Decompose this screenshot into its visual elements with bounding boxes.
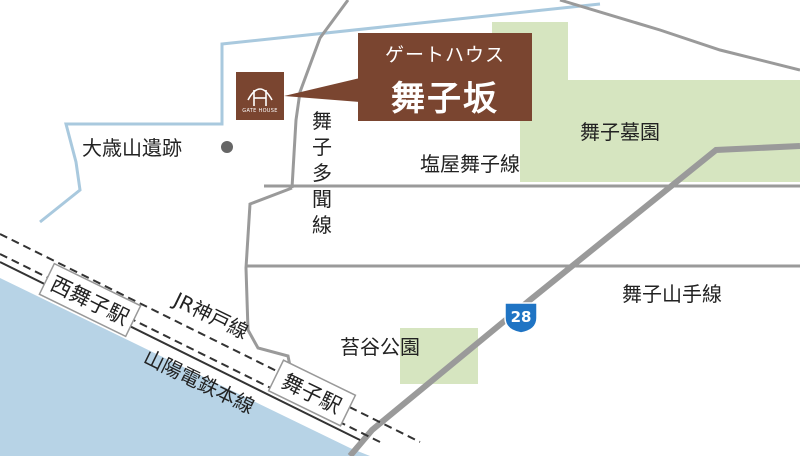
gatehouse-logo: GATE HOUSE	[236, 72, 284, 120]
maiko-tamon-char: 子	[312, 135, 332, 159]
route-28-badge: 28	[503, 300, 539, 334]
logo-text: GATE HOUSE	[242, 108, 278, 114]
callout-title: ゲートハウス	[384, 44, 505, 66]
maiko-tamon-char: 聞	[312, 187, 332, 211]
gate-icon	[247, 88, 273, 106]
maiko-tamon-char: 線	[312, 213, 332, 237]
road-network	[244, 0, 800, 377]
maiko-tamon-char: 舞	[312, 109, 332, 133]
cemetery-label: 舞子墓園	[580, 120, 660, 144]
boundary-line	[39, 2, 601, 224]
jr-line-label: JR神戸線	[168, 287, 252, 344]
sea-area	[0, 278, 370, 456]
route-number: 28	[510, 308, 532, 326]
gatehouse-callout: ゲートハウス 舞子坂	[358, 33, 532, 121]
maiko-tamon-road-label: 舞子多聞線	[312, 109, 332, 237]
cemetery-area	[492, 22, 800, 182]
maiko-tamon-char: 多	[312, 161, 332, 185]
ruins-label: 大歳山遺跡	[82, 136, 182, 160]
park-label: 苔谷公園	[340, 335, 420, 359]
ruins-marker	[221, 141, 233, 153]
route-shield-icon	[504, 302, 538, 334]
shioya-maiko-road-label: 塩屋舞子線	[420, 152, 520, 176]
callout-location: 舞子坂	[391, 79, 499, 119]
route-28-road	[347, 143, 800, 456]
callout-pointer	[284, 78, 360, 102]
maiko-yamate-road-label: 舞子山手線	[622, 282, 722, 306]
